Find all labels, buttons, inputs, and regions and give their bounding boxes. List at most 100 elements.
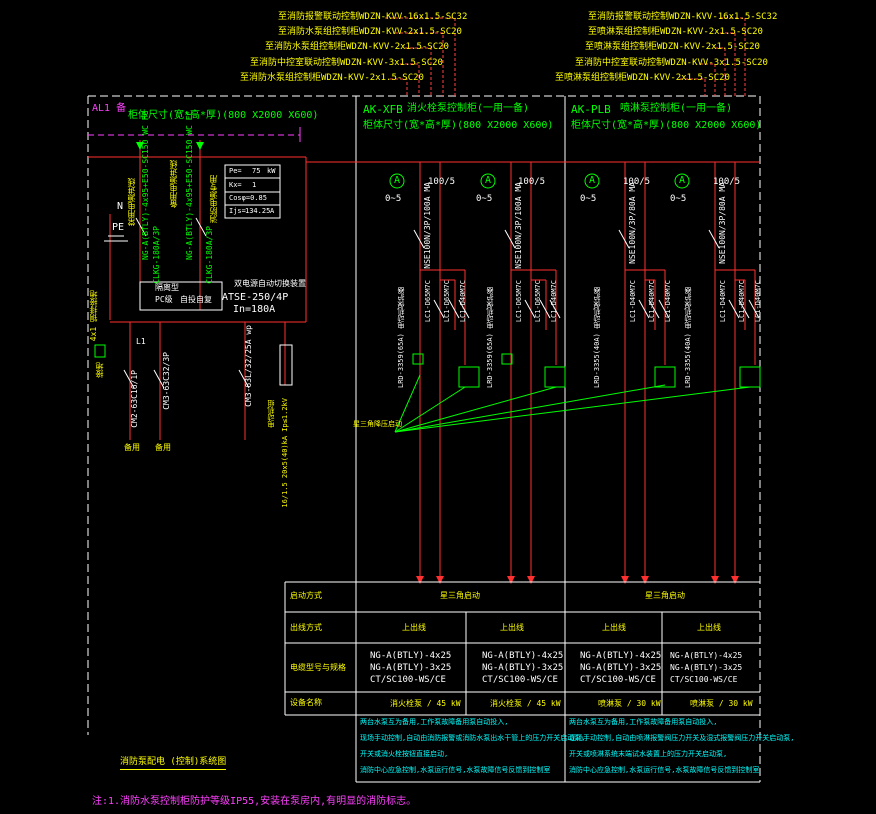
right-contactor-2: LC1-D40M7C	[648, 280, 656, 323]
out-2: 上出线	[500, 623, 524, 632]
left-branch-2-breaker: CM3-63C32/3P	[162, 352, 171, 410]
note-mid-1: 两台水泵互为备用,工作泵故障备用泵自动投入,	[360, 718, 509, 726]
row-label-cable: 电缆型号与规格	[290, 663, 346, 672]
feeder-label-right-2: 至喷淋泵组控制柜WDZN-KVV-2x1.5-SC20	[588, 27, 763, 37]
ground-bus: 4x1 铜排接地	[89, 290, 98, 342]
ct-ratio-4: 100/5	[713, 177, 741, 187]
ammeter-range-2: 0~5	[476, 194, 493, 204]
control-lines	[394, 374, 751, 433]
left-branch-3-breaker: CM3-63L/32/25A wp	[244, 325, 253, 407]
ammeter-icon-1: A	[394, 175, 401, 186]
cable-1-a: NG-A(BTLY)-4x25	[370, 651, 452, 661]
incomer-arrows	[136, 142, 204, 150]
y-delta-label: 星三角降压启动	[353, 420, 402, 428]
panel-right-id: AK-PLB	[571, 103, 611, 116]
ammeter-range-4: 0~5	[670, 194, 687, 204]
incoming-breaker-1: CLKG-180A/3P	[152, 226, 161, 284]
row-label-start: 启动方式	[290, 591, 322, 600]
incoming-note-2: 备用电源进线	[169, 160, 178, 208]
ammeter-range-1: 0~5	[385, 194, 402, 204]
cable-1-b: NG-A(BTLY)-3x25	[370, 663, 452, 673]
ammeter-icon-2: A	[485, 175, 492, 186]
row-label-out: 出线方式	[290, 623, 322, 632]
cable-4-a: NG-A(BTLY)-4x25	[670, 651, 743, 660]
row-label-device: 设备名称	[290, 698, 322, 707]
note-right-2: 现场手动控制,自动由喷淋报警阀压力开关及湿式报警阀压力开关启动泵,	[569, 734, 795, 742]
device-4: 喷淋泵 / 30 kW	[690, 699, 753, 708]
ct-ratio-2: 100/5	[518, 177, 546, 187]
panel-left-size: 柜体尺寸(宽*高*厚)(800 X2000 X600)	[128, 110, 319, 121]
right-contactor-3: LC1-D40M7C	[664, 280, 672, 323]
feeder-label-left-4: 至消防中控室联动控制WDZN-KVV-3x1.5-SC20	[250, 58, 443, 68]
note-mid-3: 开关或消火栓按钮直接启动,	[360, 750, 449, 758]
panel-left-id: AL1 备	[92, 103, 127, 114]
feeder-label-right-4: 至消防中控室联动控制WDZN-KVV-3x1.5-SC20	[575, 58, 768, 68]
ammeter-circles	[389, 173, 690, 189]
note-mid-4: 消防中心应急控制,水泵运行信号,水泵故障信号反馈到控制室	[360, 766, 551, 774]
device-3: 喷淋泵 / 30 kW	[598, 699, 661, 708]
mid-contactor-5: LC1-D65M7C	[534, 280, 542, 323]
footnote: 注:1.消防水泵控制柜防护等级IP55,安装在泵房内,有明显的消防标志。	[92, 796, 417, 807]
feeder-label-right-3: 至喷淋泵组控制柜WDZN-KVV-2x1.5-SC20	[585, 42, 760, 52]
ats-rating: In=180A	[233, 304, 276, 315]
panel-mid-id: AK-XFB	[363, 103, 403, 116]
feeder-arrows	[416, 576, 739, 584]
right-contactor-1: LC1-D40M7C	[629, 280, 637, 323]
incoming-note-1: 常用电源进线	[127, 178, 136, 226]
thermal-relay-2: LRD-3359(65A) 电动机保护器	[486, 286, 494, 388]
mid-contactor-6: LC1-D40M7C	[550, 280, 558, 323]
note-right-3: 开关或喷淋系统末端试水装置上的压力开关启动泵,	[569, 750, 728, 758]
left-branch-line: L1	[136, 337, 146, 346]
ct-ratio-1: 100/5	[428, 177, 456, 187]
cable-4-c: CT/SC100-WS/CE	[670, 675, 738, 684]
legend-title: 消防泵配电 (控制)系统图	[120, 758, 227, 770]
ground-earth: 接地	[95, 362, 104, 378]
cable-2-a: NG-A(BTLY)-4x25	[482, 651, 564, 661]
out-3: 上出线	[602, 623, 626, 632]
start-right: 星三角启动	[645, 591, 685, 600]
thermal-relay-4: LRD-3355(40A) 电动机保护器	[684, 286, 692, 388]
feeder-label-left-3: 至消防水泵组控制柜WDZN-KVV-2x1.5-SC20	[265, 42, 449, 52]
device-2: 消火栓泵 / 45 kW	[490, 699, 561, 708]
feeder-label-left-1: 至消防报警联动控制WDZN-KVV-16x1.5-SC32	[278, 12, 468, 22]
panel-frames	[87, 95, 761, 783]
feeder-label-left-5: 至消防水泵组控制柜WDZN-KVV-2x1.5-SC20	[240, 73, 424, 83]
feeder-label-left-2: 至消防水泵组控制柜WDZN-KVV-2x1.5-SC20	[278, 27, 462, 37]
load-ijs-value: 134.25	[245, 207, 271, 215]
left-panel-boxes	[94, 164, 293, 386]
incoming-cable-1: NG-A(BTLY)-4x95+E50-SC150 WC FC	[141, 110, 150, 260]
thermal-relay-3: LRD-3355(40A) 电动机保护器	[593, 286, 601, 388]
right-contactor-6: LC1-D40M7C	[754, 280, 762, 323]
mid-breaker-1: NSE100N/3P/100A MA	[423, 182, 432, 269]
bottom-table	[284, 581, 760, 716]
incoming-breaker-2: CLKG-180A/3P	[205, 226, 214, 284]
out-4: 上出线	[697, 623, 721, 632]
neutral-label: N	[117, 201, 124, 212]
out-1: 上出线	[402, 623, 426, 632]
right-contactor-4: LC1-D40M7C	[719, 280, 727, 323]
right-breaker-1: NSE100N/3P/80A MA	[628, 182, 637, 264]
panel-right-size: 柜体尺寸(宽*高*厚)(800 X2000 X600)	[571, 120, 762, 131]
feeder-label-right-1: 至消防报警联动控制WDZN-KVV-16x1.5-SC32	[588, 12, 778, 22]
device-1: 消火栓泵 / 45 kW	[390, 699, 461, 708]
pc-isolation: 隔离型	[155, 283, 179, 292]
mid-contactor-1: LC1-D65M7C	[424, 280, 432, 323]
load-cos: Cosφ=0.85	[229, 194, 267, 202]
left-branch-3-load: 电动机组	[267, 400, 275, 428]
cable-3-b: NG-A(BTLY)-3x25	[580, 663, 662, 673]
left-branch-3-note: 16/1.5 20x5(40)kA Ip≤1.2kV	[281, 398, 289, 508]
mid-contactor-2: LC1-D65M7C	[443, 280, 451, 323]
load-ijs-unit: A	[270, 207, 275, 215]
start-mid: 星三角启动	[440, 591, 480, 600]
cable-3-a: NG-A(BTLY)-4x25	[580, 651, 662, 661]
note-mid-2: 现场手动控制,自动由消防报警或消防水泵出水干管上的压力开关启动泵,	[360, 734, 586, 742]
top-feeder-leads	[385, 17, 746, 96]
panel-mid-size: 柜体尺寸(宽*高*厚)(800 X2000 X600)	[363, 120, 554, 131]
note-right-4: 消防中心应急控制,水泵运行信号,水泵故障信号反馈到控制室	[569, 766, 760, 774]
pc-auto: 自投自复	[180, 295, 212, 304]
load-ijs-label: Ijs=	[229, 207, 246, 215]
incoming-cable-2: NG-A(BTLY)-4x95+E50-SC150 WC FC	[185, 110, 194, 260]
pe-label: PE	[112, 222, 125, 233]
cable-2-b: NG-A(BTLY)-3x25	[482, 663, 564, 673]
